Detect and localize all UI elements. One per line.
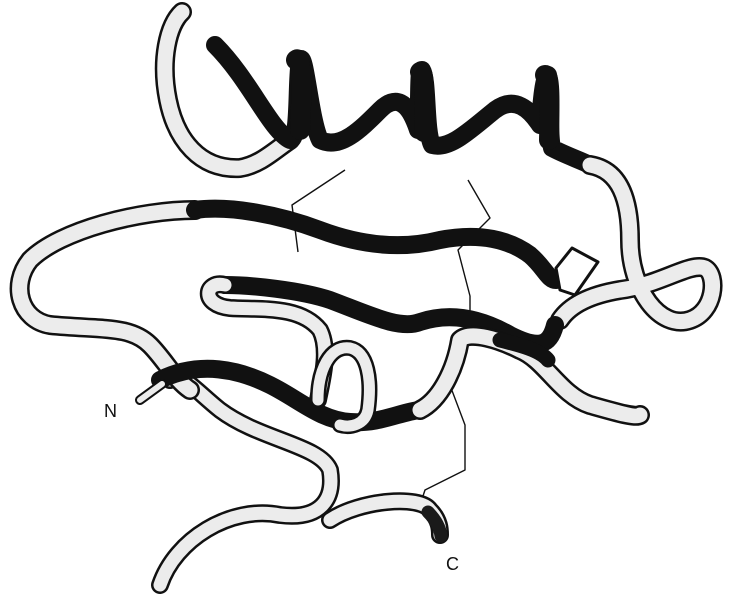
n-terminus-stub <box>140 384 162 400</box>
beta-strand-1 <box>195 209 556 280</box>
coil-right <box>560 165 713 322</box>
coil-top <box>165 12 290 168</box>
coil-to-c-terminus <box>330 501 441 536</box>
c-terminus-label: C <box>446 554 459 574</box>
n-terminus-label: N <box>104 401 117 421</box>
coil-lower-middle <box>420 336 640 416</box>
coil-left-loop <box>20 210 195 390</box>
